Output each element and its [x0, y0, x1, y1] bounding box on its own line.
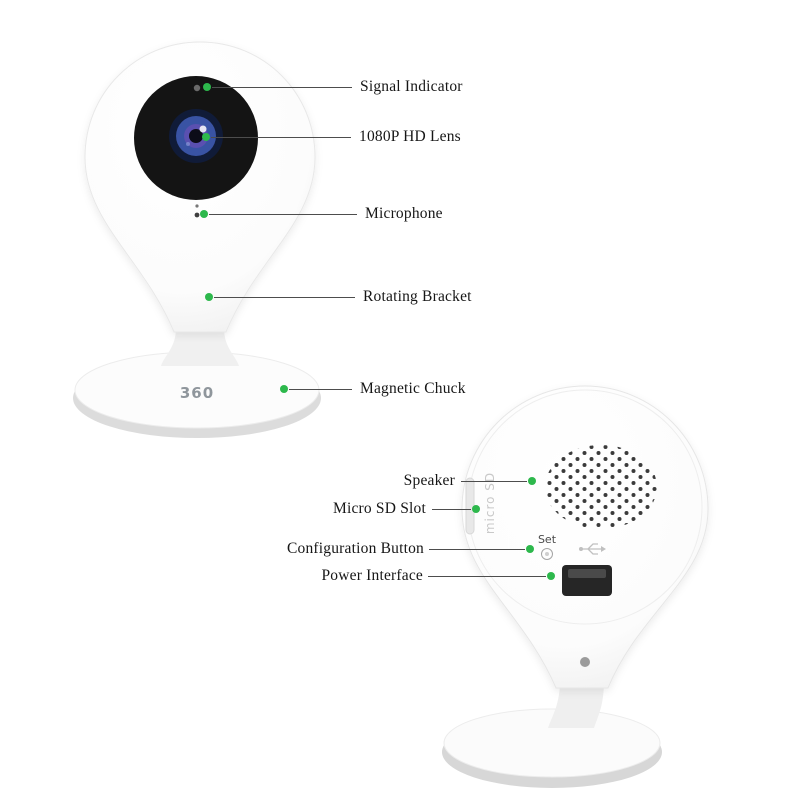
microphone-hole-small — [195, 204, 199, 208]
front-camera: 360 — [73, 41, 321, 438]
configuration-button-center — [545, 552, 549, 556]
back-base-rim — [442, 716, 662, 788]
annotation-line — [211, 137, 351, 138]
configuration-button — [541, 548, 553, 560]
annotation-line — [212, 87, 352, 88]
brand-logo: 360 — [180, 384, 214, 402]
microphone-hole — [194, 212, 200, 218]
speaker-grill — [545, 445, 657, 529]
annotation-dot-rotating-bracket — [205, 293, 213, 301]
bracket-pivot — [580, 657, 590, 667]
annotation-dot-microphone — [200, 210, 208, 218]
annotation-dot-lens — [202, 133, 210, 141]
usb-trident-icon — [579, 543, 606, 555]
annotation-label-power-interface: Power Interface — [321, 567, 423, 584]
annotation-line — [209, 214, 357, 215]
annotation-line — [214, 297, 355, 298]
back-plate-edge — [467, 389, 703, 625]
annotation-label-rotating-bracket: Rotating Bracket — [363, 288, 472, 305]
front-camera-body — [84, 41, 316, 333]
back-camera-body — [461, 385, 709, 689]
set-label: Set — [538, 533, 557, 546]
annotation-line — [432, 509, 471, 510]
front-base-rim — [73, 358, 321, 438]
back-base — [443, 708, 661, 778]
annotation-label-speaker: Speaker — [403, 472, 455, 489]
signal-indicator-dot — [193, 84, 201, 92]
annotation-label-signal-indicator: Signal Indicator — [360, 78, 463, 95]
annotation-label-lens: 1080P HD Lens — [359, 128, 461, 145]
annotation-label-micro-sd-slot: Micro SD Slot — [332, 500, 426, 517]
lens — [169, 109, 223, 163]
front-bracket-neck — [161, 328, 239, 366]
annotation-line — [429, 549, 525, 550]
annotation-label-magnetic-chuck: Magnetic Chuck — [360, 380, 466, 397]
annotation-dot-micro-sd-slot — [472, 505, 480, 513]
annotation-label-configuration-button: Configuration Button — [286, 540, 424, 557]
back-camera: micro SD Set — [442, 385, 709, 788]
annotation-dot-magnetic-chuck — [280, 385, 288, 393]
annotation-dot-power-interface — [547, 572, 555, 580]
annotation-dot-speaker — [528, 477, 536, 485]
back-bracket-neck — [548, 680, 604, 728]
annotation-dot-signal-indicator — [203, 83, 211, 91]
annotation-dot-configuration-button — [526, 545, 534, 553]
annotation-line — [289, 389, 352, 390]
annotation-label-microphone: Microphone — [365, 205, 443, 222]
power-port — [562, 565, 612, 596]
camera-face — [134, 76, 258, 200]
annotation-line — [461, 481, 527, 482]
annotation-line — [428, 576, 546, 577]
